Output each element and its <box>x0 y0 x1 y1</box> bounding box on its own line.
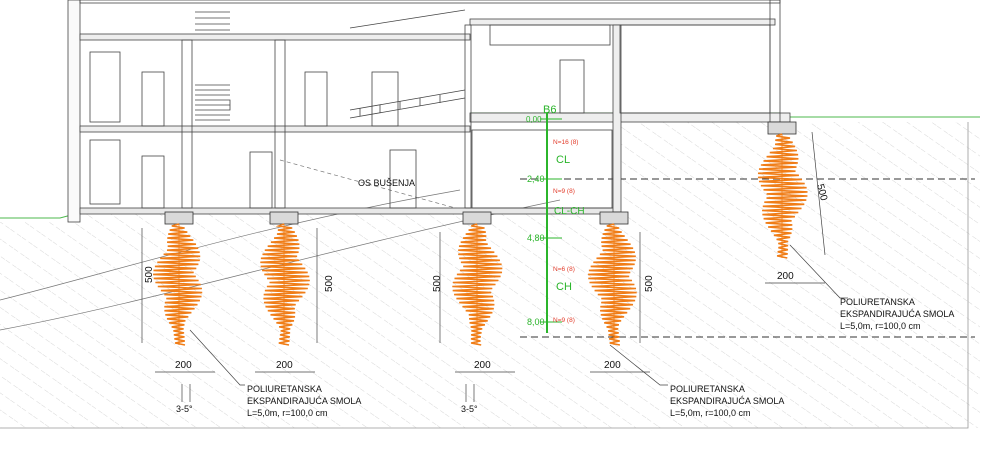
width-dim-4: 200 <box>604 360 621 371</box>
injection-zone-5 <box>757 133 808 259</box>
layer-boundaries <box>520 178 975 338</box>
injection-zone-1 <box>153 223 203 346</box>
depth-dim-3: 500 <box>432 275 443 292</box>
injection-zone-3 <box>452 223 503 346</box>
width-dim-2: 200 <box>276 360 293 371</box>
layer-3: CH <box>556 281 572 293</box>
note-3: POLIURETANSKA EKSPANDIRAJUĆA SMOLA L=5,0… <box>840 297 954 331</box>
depth-2: 4,80 <box>527 233 545 243</box>
spt-3: N=6 (8) <box>553 266 575 273</box>
svg-text:POLIURETANSKA: POLIURETANSKA <box>670 384 745 394</box>
svg-text:EKSPANDIRAJUĆA SMOLA: EKSPANDIRAJUĆA SMOLA <box>670 396 784 406</box>
svg-text:L=5,0m, r=100,0 cm: L=5,0m, r=100,0 cm <box>670 408 751 418</box>
svg-text:L=5,0m, r=100,0 cm: L=5,0m, r=100,0 cm <box>247 408 328 418</box>
injection-zone-4 <box>588 223 637 346</box>
soil-boundary <box>0 122 969 429</box>
depth-1: 2,40 <box>527 174 545 184</box>
injection-zones <box>153 133 808 346</box>
width-dim-1: 200 <box>175 360 192 371</box>
depth-dim-5: 500 <box>814 183 829 202</box>
width-dimensions <box>155 282 825 373</box>
drill-elev-top: 0,00 <box>526 115 542 124</box>
room-label: OS BUŠENJA <box>358 178 415 188</box>
svg-text:L=5,0m, r=100,0 cm: L=5,0m, r=100,0 cm <box>840 321 921 331</box>
width-dim-3: 200 <box>474 360 491 371</box>
depth-dimensions <box>141 131 826 343</box>
layer-2: CL-CH <box>554 206 585 217</box>
svg-text:POLIURETANSKA: POLIURETANSKA <box>840 297 915 307</box>
spt-2: N=9 (8) <box>553 188 575 195</box>
depth-dim-2: 500 <box>324 275 335 292</box>
width-dim-5: 200 <box>777 271 794 282</box>
depth-dim-4: 500 <box>644 275 655 292</box>
svg-text:POLIURETANSKA: POLIURETANSKA <box>247 384 322 394</box>
note-1: POLIURETANSKA EKSPANDIRAJUĆA SMOLA L=5,0… <box>247 384 361 418</box>
soil-hatch <box>0 122 980 428</box>
svg-text:EKSPANDIRAJUĆA SMOLA: EKSPANDIRAJUĆA SMOLA <box>840 309 954 319</box>
depth-dim-1: 500 <box>144 266 155 283</box>
spt-4: N=9 (8) <box>553 317 575 324</box>
angle-dim-1: 3-5° <box>176 404 193 414</box>
angle-marks <box>181 384 475 402</box>
svg-text:EKSPANDIRAJUĆA SMOLA: EKSPANDIRAJUĆA SMOLA <box>247 396 361 406</box>
building <box>67 0 791 223</box>
angle-dim-2: 3-5° <box>461 404 478 414</box>
note-leaders <box>189 244 848 386</box>
spt-1: N=16 (8) <box>553 139 578 146</box>
drill-log: B6 0,00 2,40 4,80 8,00 CL CL-CH CH N=16 … <box>526 104 585 333</box>
depth-3: 8,00 <box>527 317 545 327</box>
injection-zone-2 <box>260 223 310 346</box>
layer-1: CL <box>556 154 570 166</box>
note-2: POLIURETANSKA EKSPANDIRAJUĆA SMOLA L=5,0… <box>670 384 784 418</box>
ground-line <box>0 213 76 219</box>
drill-code: B6 <box>543 104 556 116</box>
